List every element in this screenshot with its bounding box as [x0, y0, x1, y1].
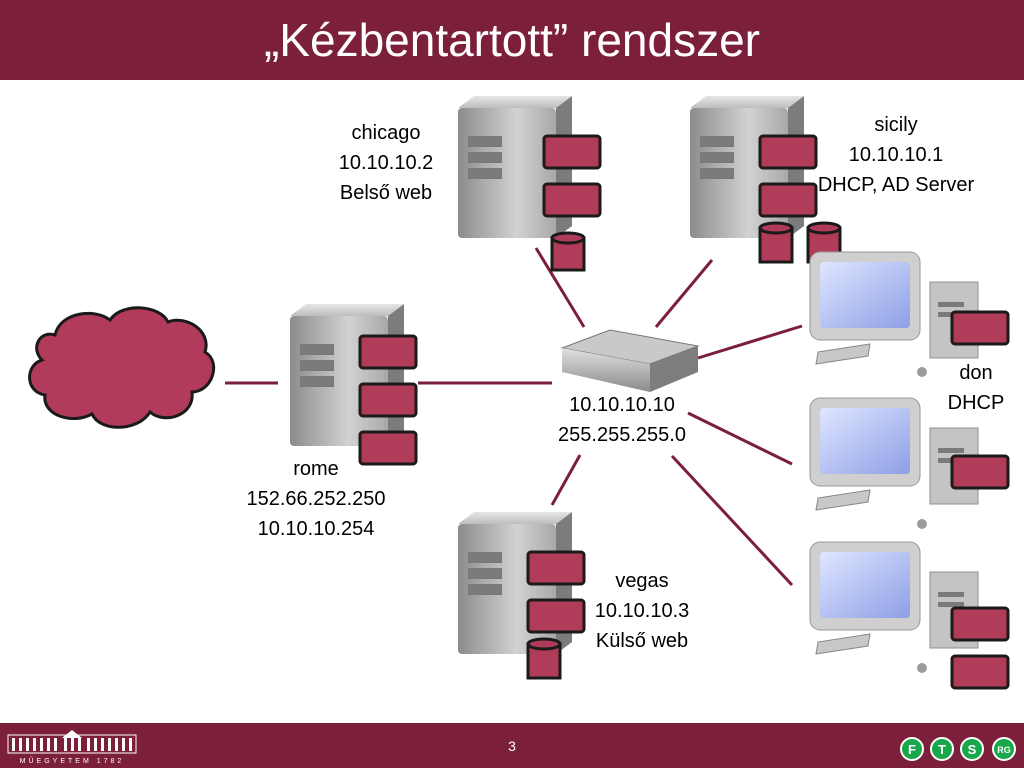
network-switch-icon [560, 329, 700, 392]
service-box [950, 654, 1010, 690]
link-switch-vegas [550, 454, 582, 506]
label-vegas: vegas 10.10.10.3 Külső web [572, 566, 712, 656]
connection-links [225, 247, 803, 587]
logo-text: MŰEGYETEM 1782 [20, 756, 125, 765]
label-don: don DHCP [936, 358, 1016, 418]
database-icon [526, 637, 562, 680]
badge-t-icon: T [930, 737, 954, 761]
service-box [758, 182, 818, 218]
service-box [950, 310, 1010, 346]
workstation-2 [809, 397, 979, 529]
link-switch-pc3 [670, 454, 794, 587]
service-box [542, 182, 602, 218]
footer-bar [0, 723, 1024, 768]
don-services [950, 310, 1010, 346]
badge-label: T [938, 742, 946, 757]
node-ip: 10.10.10.3 [594, 600, 690, 622]
node-name: sicily [874, 114, 918, 136]
node-name: rome [293, 458, 339, 480]
department-badges: F T S RG [898, 736, 1020, 762]
badge-f-icon: F [900, 737, 924, 761]
workstation-2-services [950, 454, 1010, 490]
service-box [358, 430, 418, 466]
badge-label: F [908, 742, 916, 757]
workstation-3-services [950, 606, 1010, 690]
title-bar [0, 0, 1024, 80]
label-switch: 10.10.10.10 255.255.255.0 [532, 390, 712, 450]
node-name: don [959, 362, 993, 384]
label-sicily: sicily 10.10.10.1 DHCP, AD Server [806, 110, 986, 200]
server-rome [290, 304, 404, 446]
node-role: DHCP, AD Server [817, 174, 975, 196]
switch-mask: 255.255.255.0 [558, 424, 686, 446]
database-icon [758, 221, 794, 264]
badge-s-icon: S [960, 737, 984, 761]
service-box [950, 454, 1010, 490]
service-box [358, 334, 418, 370]
badge-label: RG [997, 745, 1011, 755]
service-box [526, 550, 586, 586]
node-role: DHCP [947, 392, 1005, 414]
node-ip: 10.10.10.2 [338, 152, 434, 174]
label-rome: rome 152.66.252.250 10.10.10.254 [226, 454, 406, 544]
service-box [542, 134, 602, 170]
service-box [950, 606, 1010, 642]
link-switch-pc2 [687, 411, 793, 466]
slide-title: „Kézbentartott” rendszer [263, 14, 760, 66]
chicago-services [542, 134, 602, 218]
service-box [758, 134, 818, 170]
university-logo: MŰEGYETEM 1782 [7, 730, 137, 765]
badge-label: S [968, 742, 977, 757]
label-chicago: chicago 10.10.10.2 Belső web [316, 118, 456, 208]
rome-services [358, 334, 418, 466]
node-name: chicago [351, 122, 421, 144]
node-role: Belső web [339, 182, 433, 204]
node-name: vegas [615, 570, 669, 592]
link-chicago-switch [534, 247, 586, 328]
internet-cloud-icon [28, 306, 216, 429]
service-box [358, 382, 418, 418]
database-icon [550, 231, 586, 272]
link-sicily-switch [654, 259, 714, 328]
vegas-services [526, 550, 586, 634]
node-ip-internal: 10.10.10.254 [257, 518, 375, 540]
sicily-services [758, 134, 818, 218]
node-role: Külső web [595, 630, 689, 652]
switch-ip: 10.10.10.10 [569, 394, 675, 416]
service-box [526, 598, 586, 634]
link-switch-don [697, 324, 803, 360]
node-ip: 10.10.10.1 [848, 144, 944, 166]
page-number: 3 [508, 738, 516, 754]
node-ip: 152.66.252.250 [246, 488, 386, 510]
badge-rg-icon: RG [992, 737, 1016, 761]
